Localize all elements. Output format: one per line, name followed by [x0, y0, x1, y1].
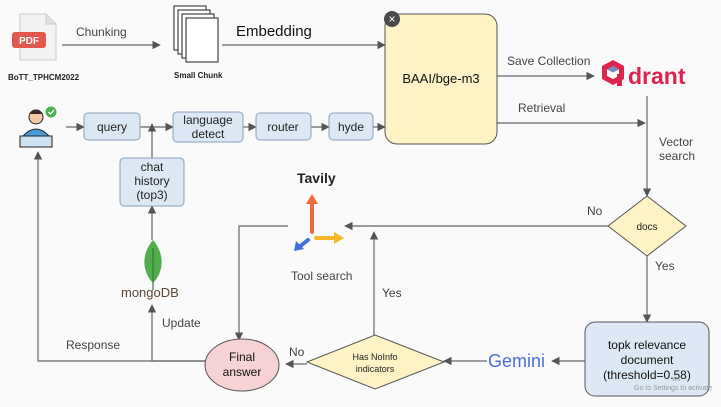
edge-labels: Chunking Embedding Save Collection Retri…: [66, 23, 695, 359]
qdrant-wordmark: drant: [628, 63, 686, 89]
topk-label-2: document: [621, 353, 674, 367]
noinfo-decision: [305, 334, 446, 390]
edge-response: [33, 151, 205, 362]
final-answer-label-2: answer: [223, 365, 262, 379]
close-icon[interactable]: ×: [388, 12, 395, 26]
hyde-label: hyde: [338, 120, 364, 134]
noinfo-label-1: Has NoInfo: [352, 352, 397, 362]
process-node-labels: query language detect router hyde chat h…: [97, 113, 364, 202]
router-label: router: [267, 120, 298, 134]
activation-watermark: ws Go to Settings to activate: [634, 376, 712, 392]
watermark-line-1: ws: [671, 376, 681, 383]
label-search: search: [659, 149, 695, 163]
label-vector: Vector: [659, 135, 693, 149]
label-save-collection: Save Collection: [507, 54, 590, 68]
label-chunking: Chunking: [76, 25, 127, 39]
router-node: [255, 112, 312, 141]
docs-decision: [607, 195, 687, 257]
docs-label: docs: [636, 222, 657, 233]
embedder-box: [384, 13, 498, 145]
gemini-logo: Gemini: [488, 351, 545, 371]
topk-node: [584, 321, 710, 397]
label-update: Update: [162, 316, 201, 330]
watermark-line-2: Go to Settings to activate: [634, 385, 712, 392]
process-nodes: [83, 111, 374, 207]
label-docs-yes: Yes: [655, 259, 675, 273]
chat-history-label-2: history: [134, 174, 169, 188]
label-noinfo-no: No: [289, 345, 305, 359]
label-noinfo-yes: Yes: [382, 286, 402, 300]
pdf-file-icon: PDF: [12, 13, 57, 61]
tool-search-label: Tool search: [291, 269, 352, 283]
hyde-node: [328, 112, 374, 141]
small-chunk-label: Small Chunk: [174, 71, 223, 80]
small-chunk-documents-icon: [173, 5, 219, 63]
topk-label-3: (threshold=0.58): [603, 368, 691, 382]
qdrant-logo-icon: [602, 60, 624, 86]
mongodb-wordmark: mongoDB: [121, 285, 179, 300]
pdf-badge: PDF: [19, 36, 39, 47]
embedder-label: BAAI/bge-m3: [402, 71, 479, 86]
noinfo-label-2: indicators: [356, 364, 395, 374]
final-answer-label-1: Final: [229, 350, 255, 364]
label-retrieval: Retrieval: [518, 101, 565, 115]
chat-history-label-3: (top3): [136, 188, 167, 202]
user-at-laptop-icon: [19, 106, 57, 148]
query-node: [83, 112, 141, 141]
topk-labels: topk relevance document (threshold=0.58): [603, 338, 691, 382]
tavily-logo-icon: [294, 194, 344, 251]
close-button[interactable]: ×: [384, 11, 400, 27]
query-label: query: [97, 120, 127, 134]
pdf-file-name: BoTT_TPHCM2022: [8, 73, 80, 82]
label-docs-no: No: [587, 204, 603, 218]
connectors: [33, 40, 652, 369]
label-embedding: Embedding: [236, 23, 312, 40]
mongodb-leaf-icon: [144, 240, 162, 290]
label-response: Response: [66, 338, 120, 352]
language-label-1: language: [183, 113, 233, 127]
language-detect-node: [172, 111, 244, 143]
chat-history-node: [119, 157, 185, 207]
tavily-title: Tavily: [297, 170, 336, 186]
topk-label-1: topk relevance: [608, 338, 686, 352]
language-label-2: detect: [192, 127, 225, 141]
chat-history-label-1: chat: [141, 160, 164, 174]
final-answer-node: [204, 338, 280, 392]
edge-tavily-final: [234, 225, 288, 341]
